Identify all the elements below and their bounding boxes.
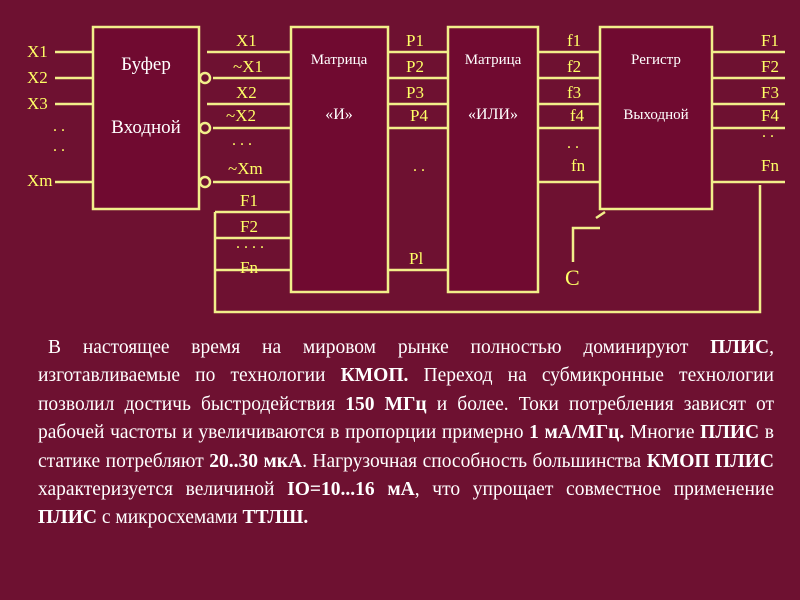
inverter-bubble-m [198,175,212,189]
register-title: Регистр [631,52,681,68]
text-run: Переход на субмикронные технологии позво… [38,365,774,415]
product-label-p4: P4 [410,106,428,125]
or-matrix-subtitle: «ИЛИ» [468,106,518,123]
text-run: Многие [624,422,701,444]
register-subtitle: Выходной [623,107,688,123]
or-matrix-block [446,25,540,294]
input-label-xm: Xm [27,171,53,190]
product-label-p1: P1 [406,31,424,50]
text-run: с микросхемами [96,507,243,529]
product-dots: . . [413,158,425,175]
buffer-title: Буфер [121,54,171,75]
text-run: , что упрощает совместное применение [414,479,774,501]
and-input-dots: . . . [232,132,252,149]
text-run: , изготавливаемые по технологии [38,337,774,387]
and-input-f1: F1 [240,191,258,210]
input-label-x2: X2 [27,68,48,87]
text-run: . Нагрузочная способность большинства [302,450,647,472]
and-matrix-subtitle: «И» [325,106,353,123]
inverter-bubble-1 [198,71,212,85]
input-label-x1: X1 [27,42,48,61]
product-label-p2: P2 [406,57,424,76]
and-matrix-title: Матрица [311,52,368,68]
body-paragraph: В настоящее время на мировом рынке полно… [38,334,774,533]
bold-text-run: IO=10...16 мА [287,479,415,501]
and-input-feedback-dots: . . . . [236,235,264,252]
output-label-f1: F1 [761,31,779,50]
clock-edge-marker [595,210,606,220]
product-label-pl: Pl [409,249,423,268]
bold-text-run: ПЛИС [700,422,760,444]
product-label-p3: P3 [406,83,424,102]
or-output-f2: f2 [567,57,581,76]
and-input-fn: Fn [240,258,258,277]
text-run: в статике потребляют [38,422,774,472]
output-register-block [598,25,714,211]
pld-block-diagram: Буфер Входной Матрица «И» Матрица «ИЛИ» … [27,25,785,314]
and-input-nx1: ~X1 [233,57,263,76]
buffer-subtitle: Входной [111,117,181,138]
and-input-nxm: ~Xm [228,159,263,178]
feedback-bus-wire [213,185,762,314]
text-run: В настоящее время на мировом рынке полно… [48,337,711,358]
text-run: и более. Токи потребления зависят от раб… [38,393,775,444]
inverter-bubble-2 [198,121,212,135]
output-dots: . . [762,124,774,141]
and-matrix-block [289,25,390,294]
or-matrix-title: Матрица [465,52,522,68]
or-output-dots: . . [567,135,579,152]
clock-label: C [565,265,580,290]
or-output-fn: fn [571,156,586,175]
bold-text-run: ПЛИС [710,337,770,358]
or-output-f4: f4 [570,106,585,125]
input-dots-1: . . [53,118,65,135]
input-label-x3: X3 [27,94,48,113]
clock-wire [571,226,600,262]
and-input-nx2: ~X2 [226,106,256,125]
bold-text-run: 1 мА/МГц. [529,422,625,444]
bold-text-run: ТТЛШ. [242,507,309,529]
output-label-f4: F4 [761,106,779,125]
input-buffer-block [91,25,201,211]
or-output-f1: f1 [567,31,581,50]
output-label-f2: F2 [761,57,779,76]
bold-text-run: 20..30 мкА [209,450,303,472]
bold-text-run: 150 МГц [345,393,427,415]
input-dots-2: . . [53,138,65,155]
bold-text-run: КМОП ПЛИС [646,450,775,472]
text-run: характеризуется величиной [38,479,288,501]
output-label-fn: Fn [761,156,779,175]
bold-text-run: КМОП. [340,365,409,387]
and-input-f2: F2 [240,217,258,236]
bold-text-run: ПЛИС [38,507,97,529]
and-input-x2: X2 [236,83,257,102]
output-label-f3: F3 [761,83,779,102]
and-input-x1: X1 [236,31,257,50]
or-output-f3: f3 [567,83,581,102]
